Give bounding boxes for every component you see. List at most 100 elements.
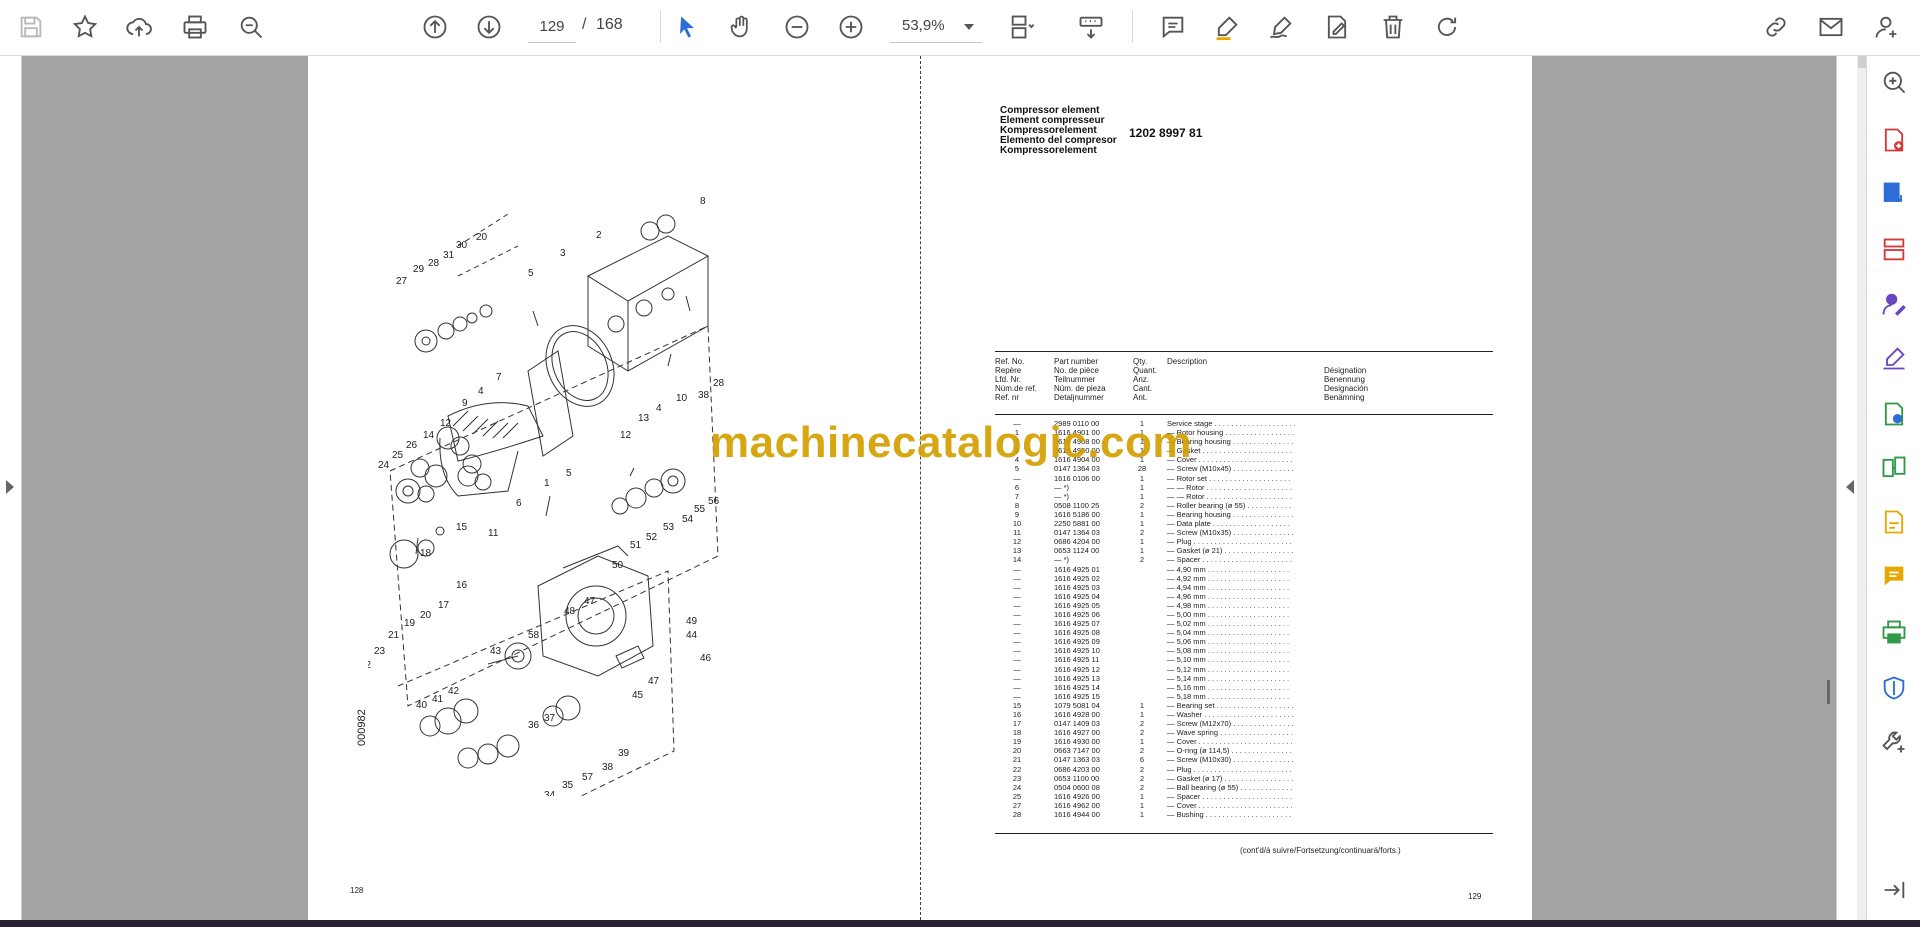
header-part-number: Part number No. de pièce Teilnummer Núm.… bbox=[1054, 357, 1106, 402]
next-page-icon[interactable] bbox=[470, 8, 508, 46]
callout: 40 bbox=[416, 700, 428, 711]
cell-quantity: 2 bbox=[1139, 555, 1145, 565]
collapse-right-panel-icon[interactable] bbox=[1846, 480, 1854, 494]
cell-part-number: 1616 4925 02 bbox=[1054, 573, 1100, 583]
header-designation: Désignation Benennung Designación Benämn… bbox=[1324, 366, 1369, 402]
share-link-icon[interactable] bbox=[1757, 8, 1795, 46]
rotate-icon[interactable] bbox=[1428, 8, 1466, 46]
find-icon[interactable] bbox=[232, 8, 270, 46]
cell-ref: 11 bbox=[1013, 528, 1021, 538]
account-icon[interactable] bbox=[1868, 8, 1906, 46]
edit-pdf-icon[interactable] bbox=[1876, 340, 1912, 376]
page-number-input[interactable] bbox=[528, 11, 576, 43]
cell-description: — — Rotor . . . . . . . . . . . . . . . … bbox=[1167, 491, 1293, 501]
print-production-icon[interactable] bbox=[1876, 614, 1912, 650]
fill-sign-icon[interactable] bbox=[1318, 8, 1356, 46]
callout: 35 bbox=[562, 780, 574, 791]
prev-page-icon[interactable] bbox=[416, 8, 454, 46]
toolbar-divider bbox=[660, 11, 661, 43]
callout: 19 bbox=[404, 618, 416, 629]
select-cursor-icon[interactable] bbox=[668, 8, 706, 46]
draw-icon[interactable] bbox=[1262, 8, 1300, 46]
cell-ref: 17 bbox=[1012, 719, 1022, 729]
collapse-rail-icon[interactable] bbox=[1876, 872, 1912, 908]
callout: 24 bbox=[378, 460, 390, 471]
callout: 13 bbox=[638, 413, 650, 424]
cell-quantity: 1 bbox=[1139, 546, 1145, 556]
zoom-dropdown[interactable]: 53,9% bbox=[890, 11, 982, 43]
cell-description: — Gasket (ø 21) . . . . . . . . . . . . … bbox=[1167, 546, 1294, 556]
callout: 25 bbox=[392, 450, 404, 461]
cell-quantity: 1 bbox=[1139, 428, 1145, 438]
callout: 1 bbox=[544, 478, 550, 489]
protect-icon[interactable] bbox=[1876, 670, 1912, 706]
cell-quantity: 6 bbox=[1139, 755, 1145, 765]
organize-pages-icon[interactable] bbox=[1876, 232, 1912, 268]
cell-ref: — bbox=[1013, 600, 1021, 610]
create-pdf-icon[interactable] bbox=[1876, 122, 1912, 158]
comment-rail-icon[interactable] bbox=[1876, 558, 1912, 594]
callout: 26 bbox=[406, 440, 418, 451]
request-signature-icon[interactable] bbox=[1876, 286, 1912, 322]
cell-description: — Cover . . . . . . . . . . . . . . . . … bbox=[1167, 737, 1293, 747]
upload-cloud-icon[interactable] bbox=[120, 8, 158, 46]
cell-part-number: 1616 4925 11 bbox=[1054, 655, 1100, 665]
zoom-out-icon[interactable] bbox=[778, 8, 816, 46]
document-viewport[interactable]: 27 29 28 31 30 20 5 3 2 8 28 38 10 4 bbox=[22, 56, 1858, 920]
cell-description: — 5,16 mm . . . . . . . . . . . . . . . … bbox=[1167, 682, 1290, 692]
zoom-in-icon[interactable] bbox=[832, 8, 870, 46]
comment-icon[interactable] bbox=[1154, 8, 1192, 46]
left-panel-toggle[interactable] bbox=[0, 56, 22, 920]
scroll-mode-icon[interactable] bbox=[1072, 8, 1110, 46]
highlight-icon[interactable] bbox=[1208, 8, 1246, 46]
cell-description: — Bearing housing . . . . . . . . . . . … bbox=[1167, 509, 1294, 519]
delete-icon[interactable] bbox=[1374, 8, 1412, 46]
cell-part-number: 1616 4944 00 bbox=[1054, 810, 1100, 820]
title-line: Kompressorelement bbox=[1000, 145, 1097, 156]
more-tools-icon[interactable] bbox=[1876, 724, 1912, 760]
export-pdf-icon[interactable] bbox=[1876, 176, 1912, 212]
title-block: Compressor element Element compresseur K… bbox=[1000, 106, 1260, 156]
page-display-icon[interactable] bbox=[1003, 8, 1041, 46]
cell-ref: 16 bbox=[1012, 710, 1022, 719]
bookmark-star-icon[interactable] bbox=[66, 8, 104, 46]
hand-pan-icon[interactable] bbox=[722, 8, 760, 46]
cell-part-number: 1616 4925 04 bbox=[1054, 591, 1100, 601]
vertical-scrollbar[interactable] bbox=[1857, 56, 1866, 920]
cell-ref: 8 bbox=[1014, 500, 1020, 510]
right-tools-rail bbox=[1866, 56, 1920, 920]
cell-part-number: 0653 1124 00 bbox=[1054, 546, 1100, 556]
cell-ref: 28 bbox=[1012, 810, 1022, 820]
callout: 41 bbox=[432, 694, 444, 705]
callout: 5 bbox=[566, 468, 572, 479]
table-rule bbox=[995, 351, 1493, 352]
cell-part-number: 1616 4950 00 bbox=[1054, 446, 1100, 456]
zoom-icon[interactable] bbox=[1876, 64, 1912, 100]
cell-ref: — bbox=[1013, 637, 1021, 647]
cell-quantity: 2 bbox=[1139, 782, 1145, 792]
fill-sign-rail-icon[interactable] bbox=[1876, 504, 1912, 540]
callout: 10 bbox=[676, 393, 688, 404]
scrollbar-thumb[interactable] bbox=[1858, 56, 1866, 68]
callout: 15 bbox=[456, 522, 468, 533]
callout: 36 bbox=[528, 720, 540, 731]
callout: 48 bbox=[564, 606, 576, 617]
cell-description: — Cover . . . . . . . . . . . . . . . . … bbox=[1167, 800, 1293, 810]
save-icon[interactable] bbox=[12, 8, 50, 46]
cell-part-number: 1616 4925 10 bbox=[1054, 646, 1100, 656]
cell-part-number: 1616 4925 14 bbox=[1054, 682, 1100, 692]
compare-icon[interactable] bbox=[1876, 450, 1912, 486]
cell-ref: 14 bbox=[1012, 555, 1022, 565]
email-icon[interactable] bbox=[1812, 8, 1850, 46]
callout: 16 bbox=[456, 580, 468, 591]
convert-icon[interactable] bbox=[1876, 396, 1912, 432]
cell-description: — Plug . . . . . . . . . . . . . . . . .… bbox=[1167, 537, 1292, 547]
print-icon[interactable] bbox=[176, 8, 214, 46]
cell-ref: — bbox=[1013, 682, 1021, 692]
